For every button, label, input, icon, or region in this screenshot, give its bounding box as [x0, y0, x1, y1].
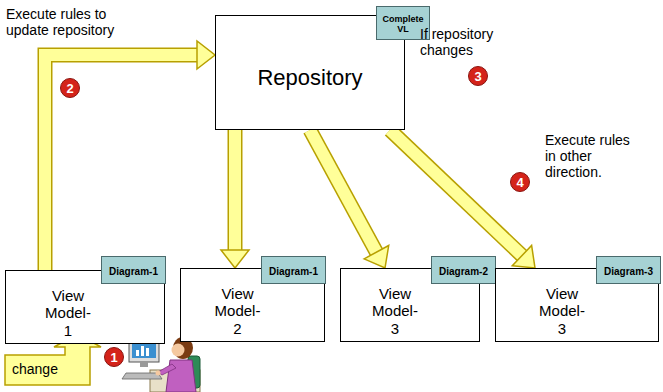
step-note: Execute rules in other direction. — [545, 132, 641, 180]
node-text: Diagram-2 — [439, 266, 488, 277]
step-note: Execute rules to update repository — [6, 6, 136, 38]
arrow-head — [197, 41, 215, 69]
diagram-tag: Diagram-1 — [261, 256, 326, 284]
node-text: Diagram-1 — [109, 266, 158, 277]
flow-arrow — [221, 130, 249, 268]
arrow-shaft-outline — [45, 55, 199, 270]
view-model-box: View Model-1Diagram-1 — [5, 270, 165, 344]
user-at-computer — [122, 337, 200, 392]
diagram-tag: Diagram-2 — [431, 256, 496, 284]
flow-arrow — [390, 130, 535, 268]
arrow-shaft — [310, 130, 377, 254]
node-text: Diagram-1 — [269, 266, 318, 277]
arrow-head — [221, 250, 249, 268]
arrow-head — [512, 245, 535, 268]
arrow-shaft — [45, 55, 199, 270]
arrow-shaft — [390, 130, 523, 257]
node-text: Repository — [257, 65, 362, 91]
diagram-tag: Diagram-1 — [101, 256, 166, 284]
action-label: change — [12, 361, 58, 377]
node-text: Complete VL — [382, 15, 423, 35]
arrow-shaft — [229, 130, 241, 252]
repository-box: RepositoryComplete VL — [215, 15, 405, 130]
flow-arrow — [45, 41, 215, 270]
flow-arrow — [310, 130, 389, 268]
node-text: View Model-3 — [372, 285, 418, 337]
callout-number: 1 — [104, 347, 124, 367]
step-note: If repository changes — [420, 26, 520, 58]
diagram-tag: Diagram-3 — [596, 256, 661, 284]
node-text: View Model-2 — [215, 285, 261, 337]
arrow-shaft-outline — [390, 130, 523, 257]
view-model-box: View Model-3Diagram-2 — [340, 268, 480, 342]
node-text: Diagram-3 — [604, 266, 653, 277]
view-model-box: View Model-3 Diagram-3 — [495, 268, 659, 342]
arrow-shaft-outline — [310, 130, 377, 254]
arrow-shaft-outline — [228, 130, 243, 252]
node-text: View Model-3 — [539, 285, 585, 337]
callout-number: 2 — [60, 78, 80, 98]
callout-number: 4 — [510, 172, 530, 192]
callout-number: 3 — [468, 66, 488, 86]
view-model-box: View Model-2 Diagram-1 — [180, 268, 325, 342]
node-text: View Model-1 — [45, 287, 91, 339]
arrow-head — [364, 246, 389, 269]
